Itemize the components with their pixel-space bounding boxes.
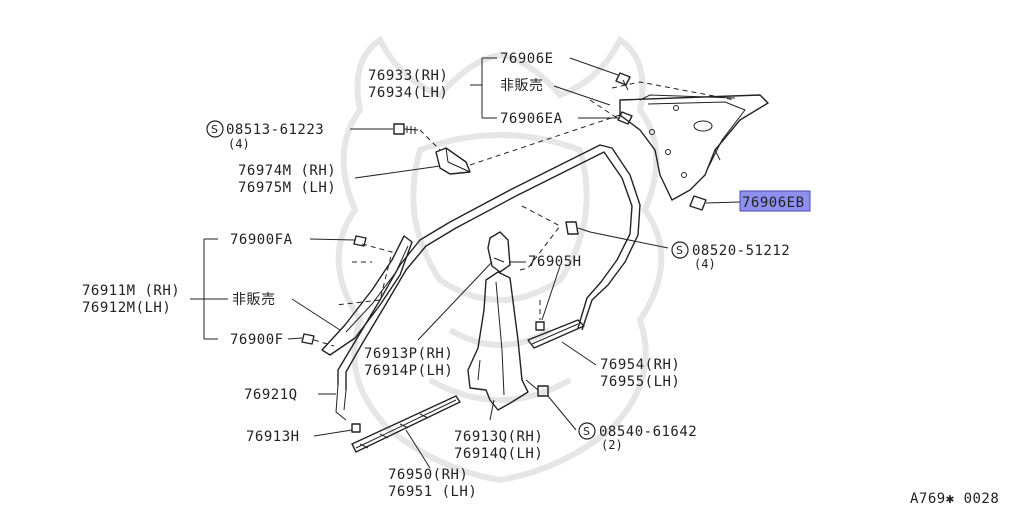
kicking-plate-76954[interactable]	[527, 319, 585, 349]
label-76951[interactable]: 76951 (LH)	[388, 484, 477, 500]
watermark-helmet-icon	[335, 35, 665, 484]
label-76900FA[interactable]: 76900FA	[230, 232, 293, 248]
label-76933[interactable]: 76933(RH)	[368, 68, 448, 84]
clip-76913H[interactable]	[351, 423, 361, 433]
screw-symbol-icon-2	[671, 241, 689, 259]
label-76900F[interactable]: 76900F	[230, 332, 284, 348]
bracket-76974M[interactable]	[435, 147, 471, 175]
center-pillar-lower-76913Q[interactable]	[467, 271, 529, 411]
label-76975M[interactable]: 76975M (LH)	[238, 180, 336, 196]
label-76906E[interactable]: 76906E	[500, 51, 554, 67]
rear-pillar-trim-upper[interactable]	[619, 94, 769, 201]
clip-76905H[interactable]	[535, 321, 545, 331]
label-not-for-sale-1: 非販売	[500, 78, 544, 94]
sill-plate-76950[interactable]	[351, 395, 461, 453]
label-08513-qty: (4)	[228, 137, 250, 151]
label-76913H[interactable]: 76913H	[246, 429, 300, 445]
label-08540-qty: (2)	[601, 438, 623, 452]
clip-76906EA[interactable]	[617, 111, 633, 125]
label-76913Q[interactable]: 76913Q(RH)	[454, 429, 543, 445]
screw-08520[interactable]	[565, 221, 591, 235]
screw-symbol-text-3: S	[583, 425, 590, 438]
screw-symbol-text: S	[211, 123, 218, 136]
highlight-76906EB	[739, 190, 811, 212]
clip-76900FA[interactable]	[353, 235, 367, 247]
clip-76900F[interactable]	[301, 333, 315, 345]
screw-symbol-text-2: S	[676, 244, 683, 257]
label-76934[interactable]: 76934(LH)	[368, 85, 448, 101]
label-08520-qty: (4)	[694, 257, 716, 271]
label-76912M[interactable]: 76912M(LH)	[82, 300, 171, 316]
label-76914P[interactable]: 76914P(LH)	[364, 363, 453, 379]
label-76913P[interactable]: 76913P(RH)	[364, 346, 453, 362]
screw-08513[interactable]	[393, 123, 419, 135]
screw-symbol-icon	[206, 120, 224, 138]
label-08520[interactable]: 08520-51212	[692, 243, 790, 259]
center-pillar-upper-76913P[interactable]	[487, 231, 511, 273]
screw-symbol-icon-3	[578, 422, 596, 440]
front-pillar-trim-76911M[interactable]	[321, 235, 413, 356]
label-76914Q[interactable]: 76914Q(LH)	[454, 446, 543, 462]
label-76911M[interactable]: 76911M (RH)	[82, 283, 180, 299]
label-76950[interactable]: 76950(RH)	[388, 467, 468, 483]
label-76955[interactable]: 76955(LH)	[600, 374, 680, 390]
weatherstrip-76921Q[interactable]	[335, 144, 641, 421]
label-76954[interactable]: 76954(RH)	[600, 357, 680, 373]
part-labels: 76906E 76933(RH) 76934(LH) 非販売 76906EA S…	[82, 51, 999, 507]
label-76906EA[interactable]: 76906EA	[500, 111, 563, 127]
label-08513[interactable]: 08513-61223	[226, 122, 324, 138]
label-76921Q[interactable]: 76921Q	[244, 387, 298, 403]
label-76906EB[interactable]: 76906EB	[742, 195, 805, 211]
label-76974M[interactable]: 76974M (RH)	[238, 163, 336, 179]
label-76905H[interactable]: 76905H	[528, 254, 582, 270]
clip-76906E[interactable]	[615, 72, 631, 91]
leader-lines	[190, 57, 741, 469]
diagram-ref-code: A769✱ 0028	[910, 491, 999, 507]
label-08540[interactable]: 08540-61642	[599, 424, 697, 440]
clip-76906EB[interactable]	[689, 195, 707, 211]
label-not-for-sale-2: 非販売	[232, 292, 276, 308]
